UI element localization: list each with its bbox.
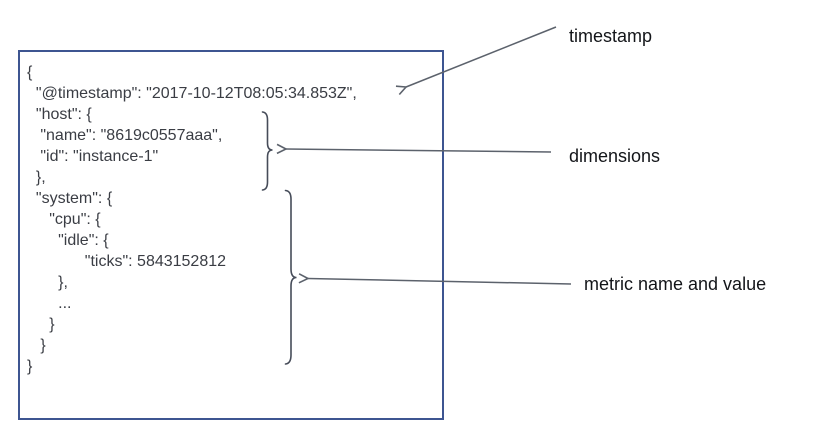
metric-name-and-value-label: metric name and value <box>584 274 767 294</box>
json-code-line-host-name: "name": "8619c0557aaa", <box>27 127 223 144</box>
dimensions-label: dimensions <box>569 146 661 166</box>
timestamp-label: timestamp <box>569 26 653 46</box>
metric-document-box: { "@timestamp": "2017-10-12T08:05:34.853… <box>18 50 444 420</box>
json-code-block: { "@timestamp": "2017-10-12T08:05:34.853… <box>27 62 357 377</box>
json-code-line-idle-close: }, <box>27 274 68 291</box>
json-code-line: { <box>27 64 33 81</box>
json-code-line-ticks: "ticks": 5843152812 <box>27 253 227 270</box>
json-code-line-system-open: "system": { <box>27 190 113 207</box>
json-code-line-host-id: "id": "instance-1" <box>27 148 159 165</box>
json-code-line-cpu-close: } <box>27 316 55 333</box>
json-code-line-ellipsis: ... <box>27 295 72 312</box>
json-code-line-host-close: }, <box>27 169 46 186</box>
json-code-line-root-close: } <box>27 358 33 375</box>
json-code-line-cpu-open: "cpu": { <box>27 211 101 228</box>
json-code-line-host-open: "host": { <box>27 106 92 123</box>
json-code-line-timestamp: "@timestamp": "2017-10-12T08:05:34.853Z"… <box>27 85 357 102</box>
json-code-line-idle-open: "idle": { <box>27 232 109 249</box>
json-code-line-system-close: } <box>27 337 46 354</box>
